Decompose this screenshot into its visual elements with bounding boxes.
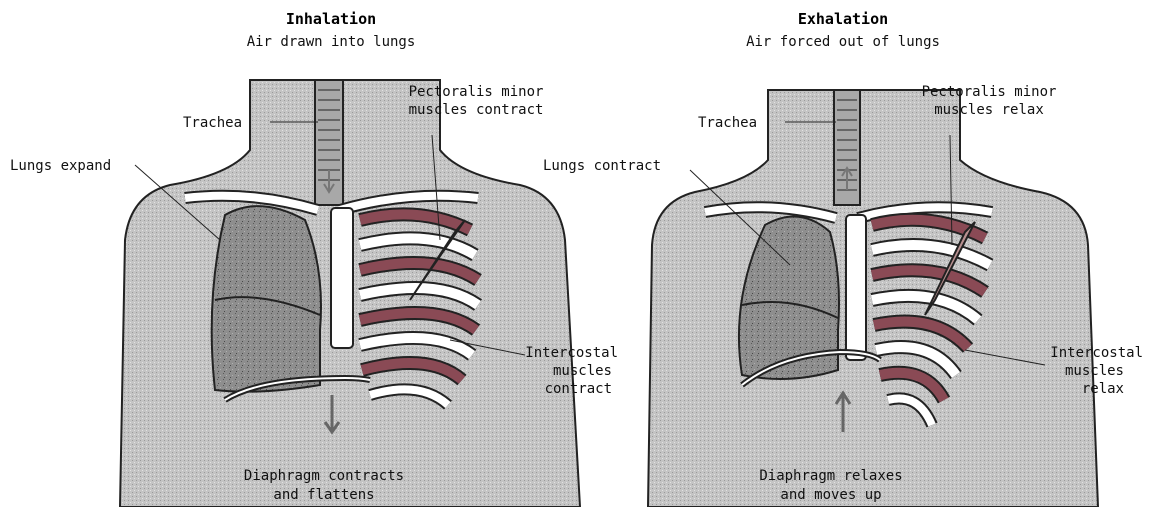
exhalation-title: Exhalation (798, 10, 888, 28)
trachea-label: Trachea (698, 115, 757, 131)
exhalation-panel (648, 90, 1098, 507)
sternum (331, 208, 353, 348)
intercostal-label-line3: relax (1082, 381, 1124, 397)
trachea-label: Trachea (183, 115, 242, 131)
pectoralis-label-line1: Pectoralis minor (922, 84, 1057, 100)
inhalation-subtitle: Air drawn into lungs (247, 34, 416, 50)
intercostal-label-line2: muscles (553, 363, 612, 379)
exhalation-subtitle: Air forced out of lungs (746, 34, 940, 50)
intercostal-label-line1: Intercostal (1050, 345, 1143, 361)
lungs-label: Lungs expand (10, 158, 111, 174)
intercostal-label-line2: muscles (1065, 363, 1124, 379)
diaphragm-label-line1: Diaphragm relaxes (759, 468, 902, 484)
intercostal-label-line3: contract (545, 381, 612, 397)
pectoralis-label-line2: muscles relax (934, 102, 1044, 118)
lungs-label: Lungs contract (543, 158, 661, 174)
pectoralis-label-line2: muscles contract (409, 102, 544, 118)
intercostal-label-line1: Intercostal (525, 345, 618, 361)
diaphragm-label-line2: and flattens (273, 487, 374, 503)
sternum (846, 215, 866, 360)
inhalation-panel (120, 80, 580, 507)
diaphragm-label-line2: and moves up (780, 487, 881, 503)
pectoralis-label-line1: Pectoralis minor (409, 84, 544, 100)
diaphragm-label-line1: Diaphragm contracts (244, 468, 404, 484)
inhalation-title: Inhalation (286, 10, 376, 28)
